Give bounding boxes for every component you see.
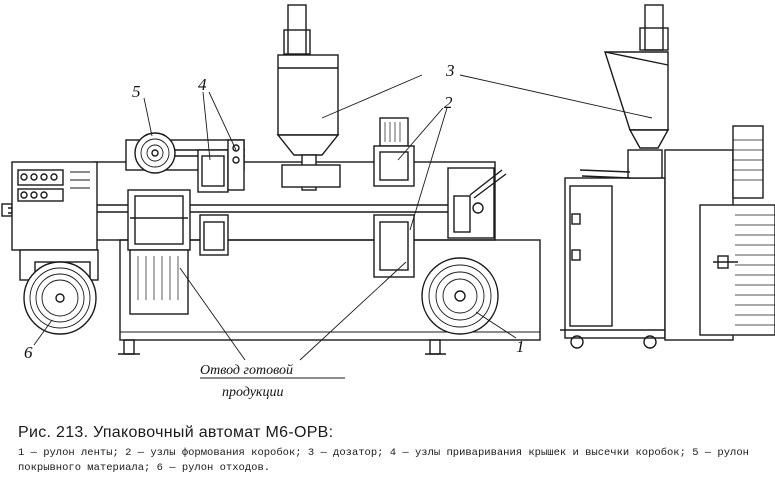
- front-view: [1, 4, 541, 355]
- tape-roll: [421, 257, 499, 335]
- outlet-label-line2: продукции: [222, 385, 283, 400]
- control-panel: [11, 161, 98, 251]
- label-2: 2: [444, 93, 453, 112]
- label-5: 5: [132, 82, 141, 101]
- label-3: 3: [445, 61, 455, 80]
- waste-roll: [23, 261, 97, 335]
- machine-drawing: 3 2 4 5 6 1 Отвод готовой продукции: [1, 4, 775, 400]
- caption-title: Рис. 213. Упаковочный автомат М6-ОРВ:: [18, 424, 334, 441]
- outlet-label-line1: Отвод готовой: [200, 363, 293, 378]
- label-6: 6: [24, 343, 33, 362]
- side-view: [560, 4, 775, 349]
- caption-legend: 1 — рулон ленты; 2 — узлы формования кор…: [18, 447, 749, 474]
- label-4: 4: [198, 75, 207, 94]
- dosing-hopper: [277, 54, 339, 136]
- leader-lines: [33, 74, 653, 379]
- figure-caption: Рис. 213. Упаковочный автомат М6-ОРВ: 1 …: [18, 424, 768, 476]
- side-cabinet: [564, 177, 666, 339]
- label-1: 1: [516, 337, 525, 356]
- welding-unit-upper: [197, 149, 229, 193]
